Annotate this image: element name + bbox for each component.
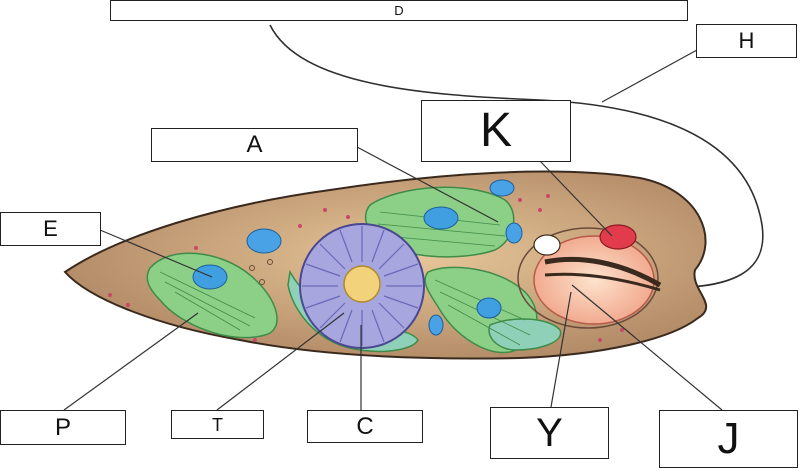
chloroplast-lower-right bbox=[488, 318, 562, 351]
label-box-a[interactable]: A bbox=[151, 128, 358, 162]
label-box-p[interactable]: P bbox=[0, 410, 126, 445]
label-box-c[interactable]: C bbox=[307, 410, 423, 443]
label-box-e[interactable]: E bbox=[0, 212, 101, 246]
chloroplast-left bbox=[146, 252, 278, 339]
label-box-y[interactable]: Y bbox=[490, 407, 609, 459]
contractile-vacuoles bbox=[246, 179, 523, 336]
label-box-j[interactable]: J bbox=[659, 410, 798, 468]
nucleus bbox=[299, 223, 425, 349]
label-box-t[interactable]: T bbox=[171, 410, 264, 439]
contractile-vacuole-reservoir bbox=[533, 234, 561, 256]
eyespot bbox=[599, 224, 637, 250]
label-box-k[interactable]: K bbox=[421, 100, 571, 162]
label-box-d[interactable]: D bbox=[110, 0, 688, 21]
reservoir bbox=[517, 224, 662, 329]
label-box-h[interactable]: H bbox=[696, 24, 797, 58]
leader-lines bbox=[63, 49, 723, 411]
nucleolus bbox=[343, 265, 381, 303]
pyrenoids bbox=[192, 206, 502, 319]
flagellum bbox=[269, 24, 764, 289]
